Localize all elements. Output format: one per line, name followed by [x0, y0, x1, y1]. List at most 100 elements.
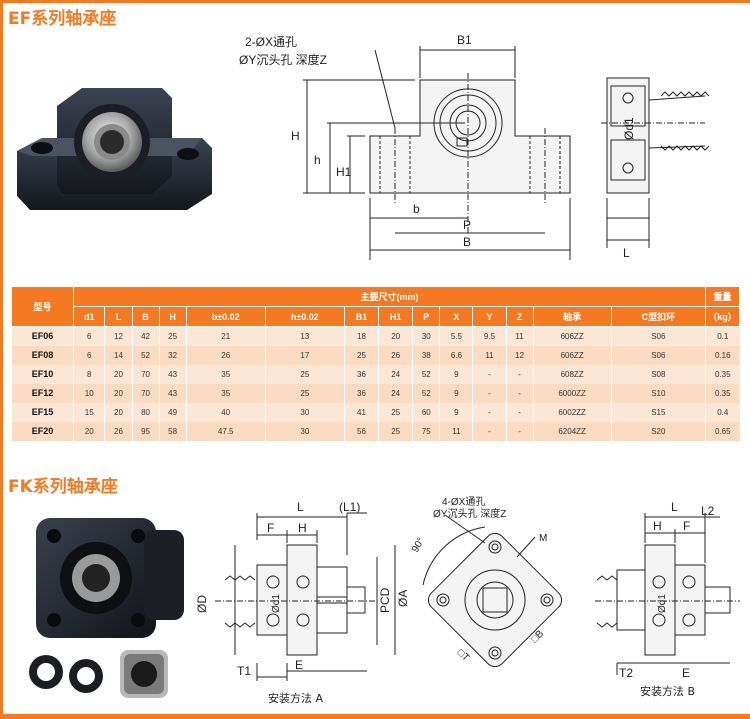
th-col: d1: [72, 306, 106, 327]
table-cell: 11: [439, 421, 473, 441]
table-cell: 11: [505, 326, 534, 346]
table-cell: 60: [412, 402, 440, 422]
fk-b-dim-f: F: [683, 519, 690, 533]
fk-b-dim-t2: T2: [619, 666, 633, 680]
ef-product-photo: [17, 88, 212, 210]
fk-b-dim-l: L: [671, 500, 678, 514]
table-cell: 5.5: [439, 326, 473, 346]
ef-dim-p: P: [463, 218, 471, 232]
fk-dim-t: □T: [455, 647, 471, 663]
ef-dim-b1: B1: [457, 33, 472, 47]
table-cell: 9: [439, 402, 473, 422]
fk-b-dim-h: H: [653, 519, 662, 533]
th-main-dimensions: 主要尺寸(mm): [73, 286, 706, 307]
fk-a-dim-pcd: PCD: [378, 587, 392, 613]
table-cell: 42: [131, 326, 160, 346]
table-cell: 38: [412, 345, 440, 365]
th-col: Z: [505, 306, 534, 327]
table-cell: -: [505, 402, 534, 422]
fk-dim-m: M: [539, 533, 547, 544]
table-cell: 26: [185, 345, 266, 365]
table-cell: -: [505, 364, 534, 384]
fk-section-title: FK系列轴承座: [8, 477, 118, 497]
th-col: h±0.02: [264, 306, 345, 327]
table-cell: 47.5: [185, 421, 266, 441]
th-col: 轴承: [532, 306, 612, 327]
table-cell: 25: [378, 421, 413, 441]
table-cell: -: [505, 383, 534, 403]
ef-dim-d1: Ød1: [622, 117, 636, 140]
ef-section-title: EF系列轴承座: [8, 9, 117, 29]
model-cell: EF10: [11, 364, 74, 384]
table-cell: 41: [343, 402, 379, 422]
fk-a-dim-l1: (L1): [339, 500, 360, 514]
th-weight-unit: （kg）: [705, 306, 740, 327]
table-cell: 12: [505, 345, 534, 365]
table-cell: 80: [131, 402, 160, 422]
table-cell: 26: [104, 421, 133, 441]
table-cell: 30: [264, 421, 345, 441]
table-cell: 40: [185, 402, 266, 422]
model-cell: EF06: [11, 326, 74, 346]
table-cell: 9: [439, 383, 473, 403]
ef-dim-l: L: [623, 246, 630, 260]
ef-dim-h-total: H: [291, 129, 300, 143]
ef-dim-h1: H1: [336, 165, 352, 179]
th-col: L: [104, 306, 133, 327]
bottom-accent-bar: [0, 714, 750, 719]
table-cell: -: [472, 421, 507, 441]
th-col: C型扣环: [610, 306, 707, 327]
fk-b-dim-l2: L2: [701, 504, 715, 518]
table-cell: 6000ZZ: [532, 383, 612, 403]
table-cell: 12: [104, 326, 133, 346]
fk-hole-note-2: ØY沉头孔 深度Z: [433, 507, 506, 520]
th-col: P: [412, 306, 441, 327]
th-col: B: [131, 306, 160, 327]
model-cell: EF12: [11, 383, 74, 403]
ef-technical-drawing: 2-ØX通孔 ØY沉头孔 深度Z B1 H h H1 b P B Ød1 L: [239, 33, 710, 260]
ef-spec-table: 型号 主要尺寸(mm) 重量 d1 L B H b±0.02 h±0.02 B1…: [11, 286, 740, 441]
table-cell: 18: [343, 326, 379, 346]
model-cell: EF15: [11, 402, 74, 422]
top-accent-bar: [0, 0, 750, 3]
table-cell: 30: [412, 326, 440, 346]
table-cell: 20: [378, 326, 413, 346]
fk-hole-note-1: 4-ØX通孔: [442, 496, 485, 508]
ef-hole-note-1: 2-ØX通孔: [245, 35, 297, 49]
fk-a-dim-l: L: [297, 500, 304, 514]
table-cell: -: [472, 383, 507, 403]
table-cell: 6002ZZ: [532, 402, 612, 422]
table-cell: 32: [158, 345, 187, 365]
model-cell: EF08: [11, 345, 74, 365]
ef-dim-h-center: h: [314, 153, 321, 167]
table-cell: 20: [104, 402, 133, 422]
table-cell: 20: [104, 364, 133, 384]
table-cell: 30: [264, 402, 345, 422]
table-cell: 606ZZ: [532, 326, 612, 346]
table-cell: 25: [378, 402, 413, 422]
table-cell: 25: [343, 345, 379, 365]
table-cell: S08: [610, 364, 706, 384]
table-cell: 608ZZ: [532, 364, 612, 384]
table-cell: 11: [472, 345, 507, 365]
model-cell: EF20: [11, 421, 74, 441]
th-weight: 重量: [705, 286, 740, 307]
table-cell: 70: [131, 383, 160, 403]
ef-dim-b-small: b: [413, 202, 420, 216]
th-col: Y: [472, 306, 507, 327]
fk-angle-label: 90°: [410, 536, 427, 555]
table-cell: 24: [378, 364, 413, 384]
fk-technical-drawings: L (L1) F H ØD Ød1 PCD ØA T1 E 4-ØX通孔 ØY沉…: [195, 496, 740, 681]
ef-hole-note-2: ØY沉头孔 深度Z: [239, 52, 327, 67]
table-cell: 0.4: [705, 402, 740, 422]
table-cell: 56: [343, 421, 379, 441]
table-cell: 10: [72, 383, 105, 403]
table-cell: 20: [104, 383, 133, 403]
table-cell: 25: [264, 383, 345, 403]
table-cell: -: [505, 421, 534, 441]
